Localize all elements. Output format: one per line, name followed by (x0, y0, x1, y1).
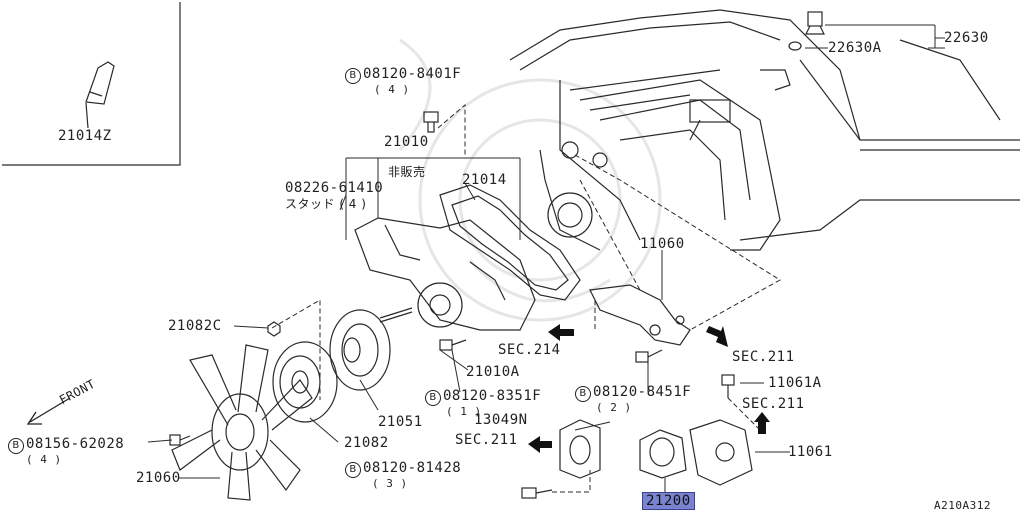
pulley-21051 (329, 309, 391, 391)
temp-sensor (788, 11, 825, 51)
front-arrow (26, 397, 71, 425)
bolt-8451f-qty: ( 2 ) (596, 401, 632, 414)
sec-211-b-label: SEC.211 (742, 396, 805, 412)
bolt-8451f (635, 349, 663, 363)
thermostat-21200 (639, 429, 687, 479)
arrows (528, 324, 770, 453)
fan-clutch-21082 (272, 341, 338, 423)
stud-qty: スタッド ( 4 ) (285, 197, 367, 211)
part-21010: 21010 (384, 134, 429, 150)
part-11061a: 11061A (768, 375, 822, 391)
nut-21082c (267, 321, 281, 337)
arrow-sec211-c (528, 436, 552, 453)
part-21060: 21060 (136, 470, 181, 486)
bolt-81428 (521, 487, 553, 499)
arrow-sec211-b (754, 412, 770, 434)
bolt-81428-qty: ( 3 ) (372, 477, 408, 490)
part-21082: 21082 (344, 435, 389, 451)
bolt-62028 (169, 434, 191, 446)
arrow-sec211-a (706, 326, 728, 347)
leader-lines (147, 24, 945, 492)
sealant-tube (85, 61, 115, 129)
bolt-11061a (721, 374, 735, 398)
inset-frame (2, 2, 181, 166)
stud-code: 08226-61410 (285, 180, 384, 196)
part-11060: 11060 (640, 236, 685, 252)
part-11061: 11061 (788, 444, 833, 460)
bolt-62028-qty: ( 4 ) (26, 453, 62, 466)
bolt-8401f-qty: ( 4 ) (374, 83, 410, 96)
part-21014z: 21014Z (58, 128, 112, 144)
part-22630a: 22630A (828, 40, 882, 56)
gasket-13049n (559, 419, 601, 479)
sec-211-c-label: SEC.211 (455, 432, 518, 448)
engine-block (509, 9, 1020, 251)
water-pump (354, 217, 536, 331)
bolt-symbol: B (345, 68, 361, 84)
bolt-8401f (423, 111, 439, 133)
part-13049n: 13049N (474, 412, 528, 428)
diagram-code: A210A312 (934, 499, 991, 512)
part-21010a: 21010A (466, 364, 520, 380)
bolt-8351f-qty: ( 1 ) (446, 405, 482, 418)
water-outlet-11061 (689, 419, 753, 486)
part-22630: 22630 (944, 30, 989, 46)
cooling-fan (171, 344, 313, 501)
sec-211-a-label: SEC.211 (732, 349, 795, 365)
dashed-lines (271, 103, 781, 493)
stud-61410 (379, 307, 413, 323)
arrow-sec214 (548, 324, 574, 341)
pump-gasket (439, 184, 581, 301)
not-for-sale-note: 非販売 (388, 165, 426, 179)
sec-214-label: SEC.214 (498, 342, 561, 358)
part-21014: 21014 (462, 172, 507, 188)
thermostat-housing-11060 (589, 284, 691, 346)
bolt-8351f (439, 339, 467, 351)
part-21200-highlighted[interactable]: 21200 (642, 492, 695, 510)
part-21051: 21051 (378, 414, 423, 430)
part-21082c: 21082C (168, 318, 222, 334)
